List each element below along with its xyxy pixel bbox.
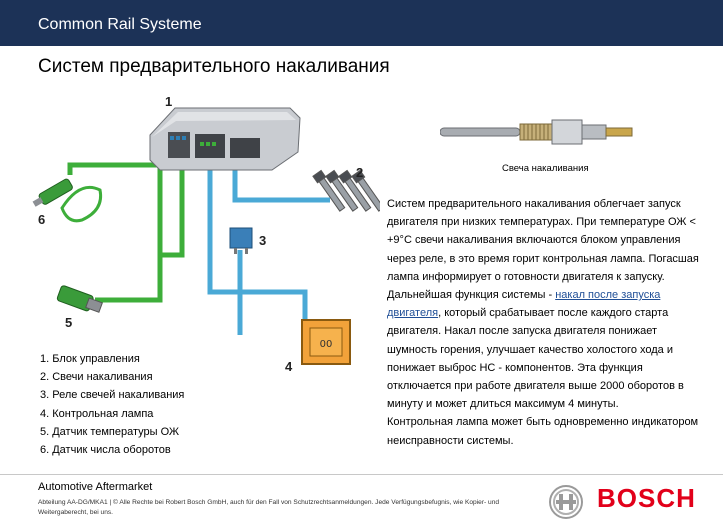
legend-item: 1. Блок управления (40, 353, 140, 365)
diagram-number-1: 1 (165, 94, 173, 109)
lamp-label: 00 (320, 339, 333, 350)
page-title: Систем предварительного накаливания (38, 56, 390, 77)
legend-item: 4. Контрольная лампа (40, 407, 154, 420)
afterglow-link[interactable]: накал после запуска двигателя (387, 289, 661, 320)
legend-item: 6. Датчик числа оборотов (40, 444, 171, 457)
diagram-number-6: 6 (38, 212, 46, 227)
diagram-number-4: 4 (285, 359, 293, 374)
legend-item: 3. Реле свечей накаливания (40, 389, 185, 402)
diagram-number-5: 5 (65, 315, 73, 330)
glow-system-diagram: 00 (32, 107, 380, 365)
bosch-armature-icon (549, 485, 583, 519)
blue-wiring (207, 160, 330, 335)
header-title: Common Rail Systeme (38, 16, 202, 33)
description-text: Систем предварительного накаливания обле… (387, 195, 707, 450)
speed-sensor (32, 178, 103, 223)
bosch-brand-logo: BOSCH (597, 483, 696, 513)
control-unit (149, 107, 301, 171)
description-part1: Систем предварительного накаливания обле… (387, 198, 699, 302)
diagram-number-3: 3 (259, 233, 267, 248)
glow-plug-image (440, 119, 633, 145)
legend-item: 2. Свечи накаливания (40, 371, 153, 384)
footer-legal-text: Abteilung AA-DG/MKA1 | © Alle Rechte bei… (38, 499, 500, 516)
control-lamp-box: 00 (301, 319, 351, 365)
diagram-number-2: 2 (356, 165, 364, 180)
header-bar: Common Rail Systeme (0, 0, 723, 46)
coolant-temp-sensor (56, 285, 103, 313)
glow-relay (229, 227, 253, 254)
description-part3: Контрольная лампа может быть одновременн… (387, 416, 699, 447)
glow-plug-caption: Свеча накаливания (502, 163, 589, 174)
glow-plugs-group (312, 169, 380, 212)
component-legend: 1. Блок управления 2. Свечи накаливания … (40, 350, 184, 459)
footer-divider (0, 474, 723, 475)
legend-item: 5. Датчик температуры ОЖ (40, 425, 180, 438)
footer-title: Automotive Aftermarket (38, 481, 153, 493)
description-part2: , который срабатывает после каждого стар… (387, 307, 684, 411)
